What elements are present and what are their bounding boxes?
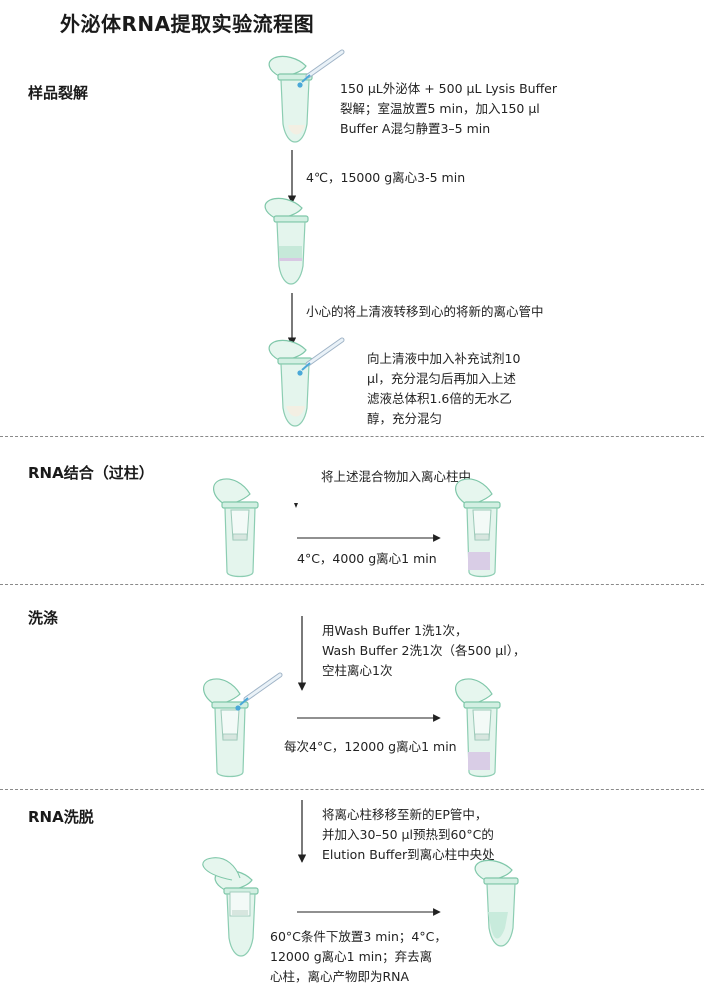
section-label-binding: RNA结合（过柱） — [28, 464, 154, 482]
step-text-lysis-mix: 150 μL外泌体 + 500 μL Lysis Buffer 裂解；室温放置5… — [340, 81, 558, 136]
step-text-centrifuge-4000: 4°C，4000 g离心1 min — [297, 551, 437, 566]
section-divider — [0, 436, 704, 437]
ep-tube-icon — [268, 55, 313, 143]
step-text-wash-buffers: 用Wash Buffer 1洗1次， Wash Buffer 2洗1次（各500… — [322, 623, 526, 678]
ep-tube-icon — [264, 197, 309, 285]
step-text-final-rna: 60°C条件下放置3 min；4°C， 12000 g离心1 min；弃去离 心… — [270, 929, 447, 984]
small-arrowhead — [294, 503, 298, 508]
step-text-transfer-supernatant: 小心的将上清液转移到心的将新的离心管中 — [306, 304, 544, 319]
section-label-elution: RNA洗脱 — [28, 808, 94, 826]
section-divider — [0, 584, 704, 585]
page-title: 外泌体RNA提取实验流程图 — [60, 12, 315, 36]
step-text-add-reagent-ethanol: 向上清液中加入补充试剂10 μl，充分混匀后再加入上述 滤液总体积1.6倍的无水… — [367, 351, 521, 426]
column-tube-icon — [454, 478, 501, 578]
column-tube-icon — [454, 678, 501, 778]
column-tube-icon — [202, 678, 249, 778]
section-label-lysis: 样品裂解 — [28, 84, 89, 102]
column-tube-icon — [212, 478, 259, 578]
section-label-wash: 洗涤 — [28, 609, 59, 627]
ep-tube-icon — [474, 859, 519, 947]
step-text-elution-buffer: 将离心柱移移至新的EP管中， 并加入30–50 μl预热到60°C的 Eluti… — [322, 807, 495, 862]
step-text-centrifuge-12000: 每次4°C，12000 g离心1 min — [284, 739, 457, 754]
ep-tube-icon — [268, 339, 313, 427]
ep-tube-with-column-icon — [202, 857, 259, 957]
step-text-load-column: 将上述混合物加入离心柱中 — [321, 469, 472, 484]
section-divider — [0, 789, 704, 790]
step-text-centrifuge-15000: 4℃，15000 g离心3-5 min — [306, 170, 466, 185]
